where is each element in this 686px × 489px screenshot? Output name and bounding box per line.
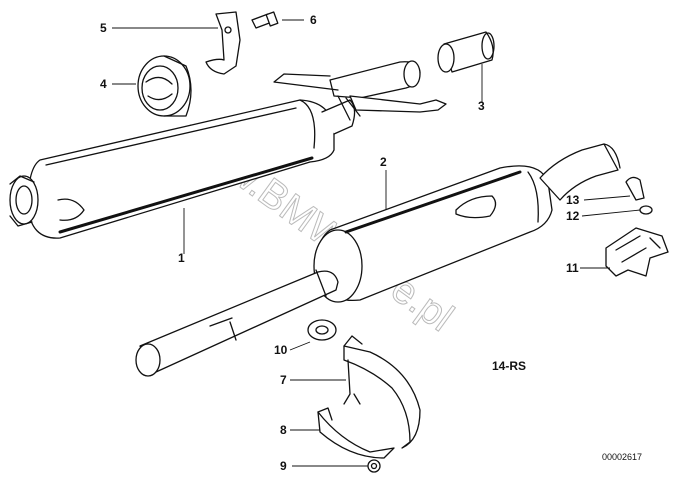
nut-part[interactable] [367,459,381,473]
rubber-mount-part[interactable] [137,55,192,117]
pipe-sleeve-part[interactable] [437,31,495,73]
washer-part[interactable] [307,319,337,341]
callout-5: 5 [100,21,107,35]
callout-1: 1 [178,251,185,265]
callout-4: 4 [100,77,107,91]
clamp-part[interactable] [343,335,421,449]
callout-8: 8 [280,423,287,437]
leader-lines [112,19,641,467]
callout-labels: 1 2 3 4 5 6 7 8 9 10 11 12 13 [100,13,580,473]
callout-13: 13 [566,193,580,207]
bracket-part[interactable] [205,11,241,75]
front-muffler-part[interactable] [9,60,447,239]
bolt-part[interactable] [251,11,279,29]
callout-7: 7 [280,373,287,387]
diagram-code: 14-RS [492,359,526,373]
callout-11: 11 [566,261,579,275]
lock-washer-part[interactable] [639,205,653,215]
callout-12: 12 [566,209,580,223]
screw-part[interactable] [625,176,645,201]
callout-10: 10 [274,343,288,357]
callout-2: 2 [380,155,387,169]
clamp-lower-part[interactable] [317,407,395,459]
rear-muffler-part[interactable] [135,143,621,377]
callout-3: 3 [478,99,485,113]
callout-6: 6 [310,13,317,27]
callout-9: 9 [280,459,287,473]
hanger-bracket-part[interactable] [605,227,669,277]
drawing-number: 00002617 [602,452,642,462]
